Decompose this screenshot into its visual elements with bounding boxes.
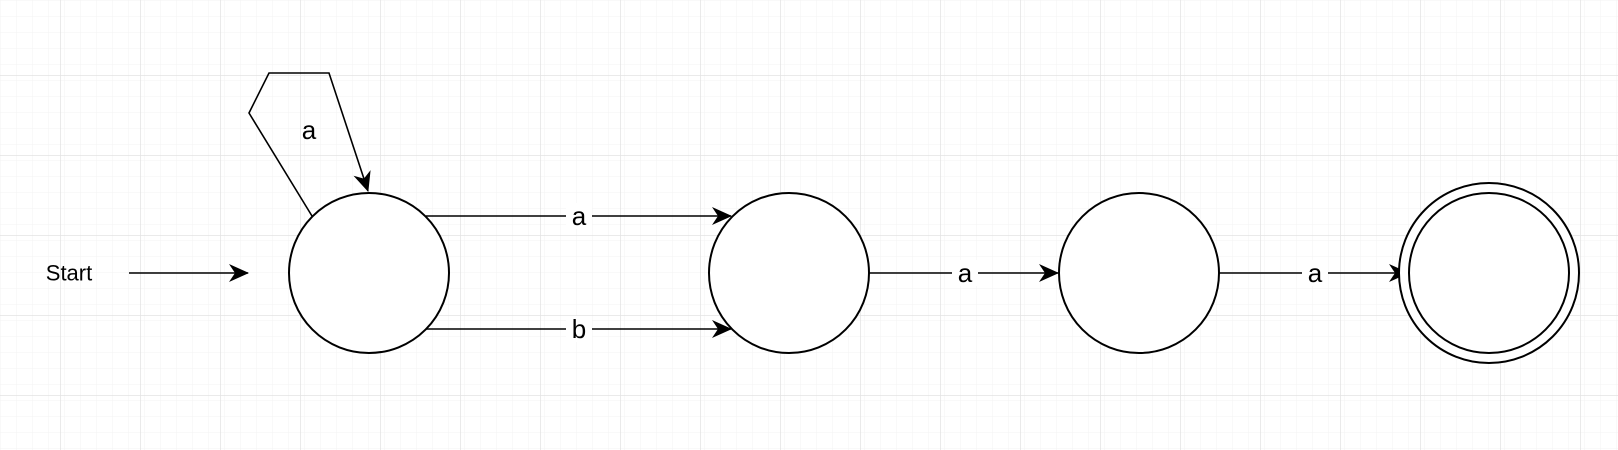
edge-label-bg xyxy=(566,316,592,342)
self-loop-label: a xyxy=(302,115,317,145)
edge-label-bg xyxy=(952,260,978,286)
state-2[interactable] xyxy=(1058,192,1220,354)
edge-label-bg xyxy=(1302,260,1328,286)
self-loop-edge xyxy=(248,72,371,217)
edge-label-s2-s3: a xyxy=(1308,258,1323,288)
edge-label-s0-s1-a: a xyxy=(572,201,587,231)
state-0[interactable] xyxy=(288,192,450,354)
edge-label-s1-s2: a xyxy=(958,258,973,288)
state-1[interactable] xyxy=(708,192,870,354)
edge-label-bg xyxy=(566,203,592,229)
edge-label-s0-s1-b: b xyxy=(572,314,586,344)
accepting-inner-ring xyxy=(1408,192,1570,354)
start-label: Start xyxy=(46,261,92,286)
accepting-state-3[interactable] xyxy=(1398,182,1580,364)
